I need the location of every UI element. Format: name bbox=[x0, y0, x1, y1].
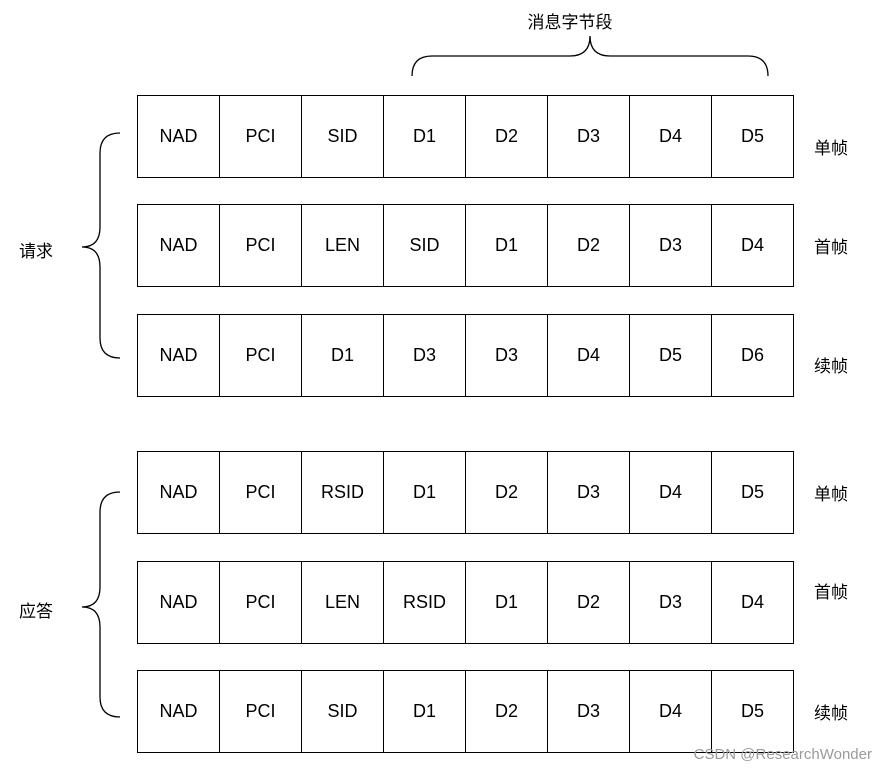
frame-type-label: 首帧 bbox=[814, 583, 848, 602]
frame-cell: NAD bbox=[137, 670, 220, 753]
frame-cell: D2 bbox=[465, 451, 548, 534]
frame-cell: SID bbox=[383, 204, 466, 287]
message-bytes-brace bbox=[411, 35, 769, 77]
frame-cell: D1 bbox=[383, 95, 466, 178]
frame-cell: D5 bbox=[711, 670, 794, 753]
frame-cell: D3 bbox=[547, 670, 630, 753]
frame-cell: D3 bbox=[383, 314, 466, 397]
frame-cell: PCI bbox=[219, 95, 302, 178]
frame-cell: D2 bbox=[547, 204, 630, 287]
frame-cell: D5 bbox=[711, 95, 794, 178]
frame-cell: NAD bbox=[137, 561, 220, 644]
frame-cell: D6 bbox=[711, 314, 794, 397]
frame-cell: LEN bbox=[301, 561, 384, 644]
frame-cell: D1 bbox=[383, 451, 466, 534]
frame-type-label: 续帧 bbox=[814, 357, 848, 376]
request-consecutive-frame-row: NAD PCI D1 D3 D3 D4 D5 D6 bbox=[137, 314, 794, 397]
frame-type-label: 续帧 bbox=[814, 704, 848, 723]
response-single-frame-row: NAD PCI RSID D1 D2 D3 D4 D5 bbox=[137, 451, 794, 534]
frame-cell: D5 bbox=[629, 314, 712, 397]
frame-cell: D5 bbox=[711, 451, 794, 534]
frame-type-label: 首帧 bbox=[814, 238, 848, 257]
frame-cell: PCI bbox=[219, 561, 302, 644]
watermark: CSDN @ResearchWonder bbox=[693, 746, 872, 763]
message-bytes-title: 消息字节段 bbox=[527, 13, 613, 32]
frame-cell: D4 bbox=[629, 451, 712, 534]
response-brace bbox=[81, 491, 121, 718]
frame-cell: D2 bbox=[465, 95, 548, 178]
frame-cell: D1 bbox=[301, 314, 384, 397]
frame-cell: D3 bbox=[629, 561, 712, 644]
frame-cell: D3 bbox=[547, 451, 630, 534]
frame-cell: D1 bbox=[465, 204, 548, 287]
frame-cell: SID bbox=[301, 670, 384, 753]
response-group-label: 应答 bbox=[19, 602, 53, 621]
frame-cell: D4 bbox=[711, 204, 794, 287]
frame-cell: D3 bbox=[629, 204, 712, 287]
frame-cell: PCI bbox=[219, 670, 302, 753]
frame-cell: NAD bbox=[137, 95, 220, 178]
frame-cell: SID bbox=[301, 95, 384, 178]
response-first-frame-row: NAD PCI LEN RSID D1 D2 D3 D4 bbox=[137, 561, 794, 644]
frame-cell: D1 bbox=[383, 670, 466, 753]
request-first-frame-row: NAD PCI LEN SID D1 D2 D3 D4 bbox=[137, 204, 794, 287]
frame-cell: D2 bbox=[547, 561, 630, 644]
frame-cell: LEN bbox=[301, 204, 384, 287]
frame-cell: D4 bbox=[629, 95, 712, 178]
request-brace bbox=[81, 132, 121, 359]
frame-cell: D1 bbox=[465, 561, 548, 644]
frame-type-label: 单帧 bbox=[814, 139, 848, 158]
request-single-frame-row: NAD PCI SID D1 D2 D3 D4 D5 bbox=[137, 95, 794, 178]
frame-cell: NAD bbox=[137, 204, 220, 287]
frame-cell: PCI bbox=[219, 314, 302, 397]
frame-cell: D3 bbox=[465, 314, 548, 397]
request-group-label: 请求 bbox=[19, 242, 53, 261]
response-consecutive-frame-row: NAD PCI SID D1 D2 D3 D4 D5 bbox=[137, 670, 794, 753]
frame-cell: NAD bbox=[137, 314, 220, 397]
frame-cell: PCI bbox=[219, 204, 302, 287]
frame-type-label: 单帧 bbox=[814, 485, 848, 504]
frame-cell: D3 bbox=[547, 95, 630, 178]
frame-cell: D4 bbox=[547, 314, 630, 397]
frame-cell: PCI bbox=[219, 451, 302, 534]
frame-cell: NAD bbox=[137, 451, 220, 534]
frame-cell: D2 bbox=[465, 670, 548, 753]
frame-cell: RSID bbox=[383, 561, 466, 644]
frame-cell: RSID bbox=[301, 451, 384, 534]
frame-cell: D4 bbox=[711, 561, 794, 644]
frame-cell: D4 bbox=[629, 670, 712, 753]
